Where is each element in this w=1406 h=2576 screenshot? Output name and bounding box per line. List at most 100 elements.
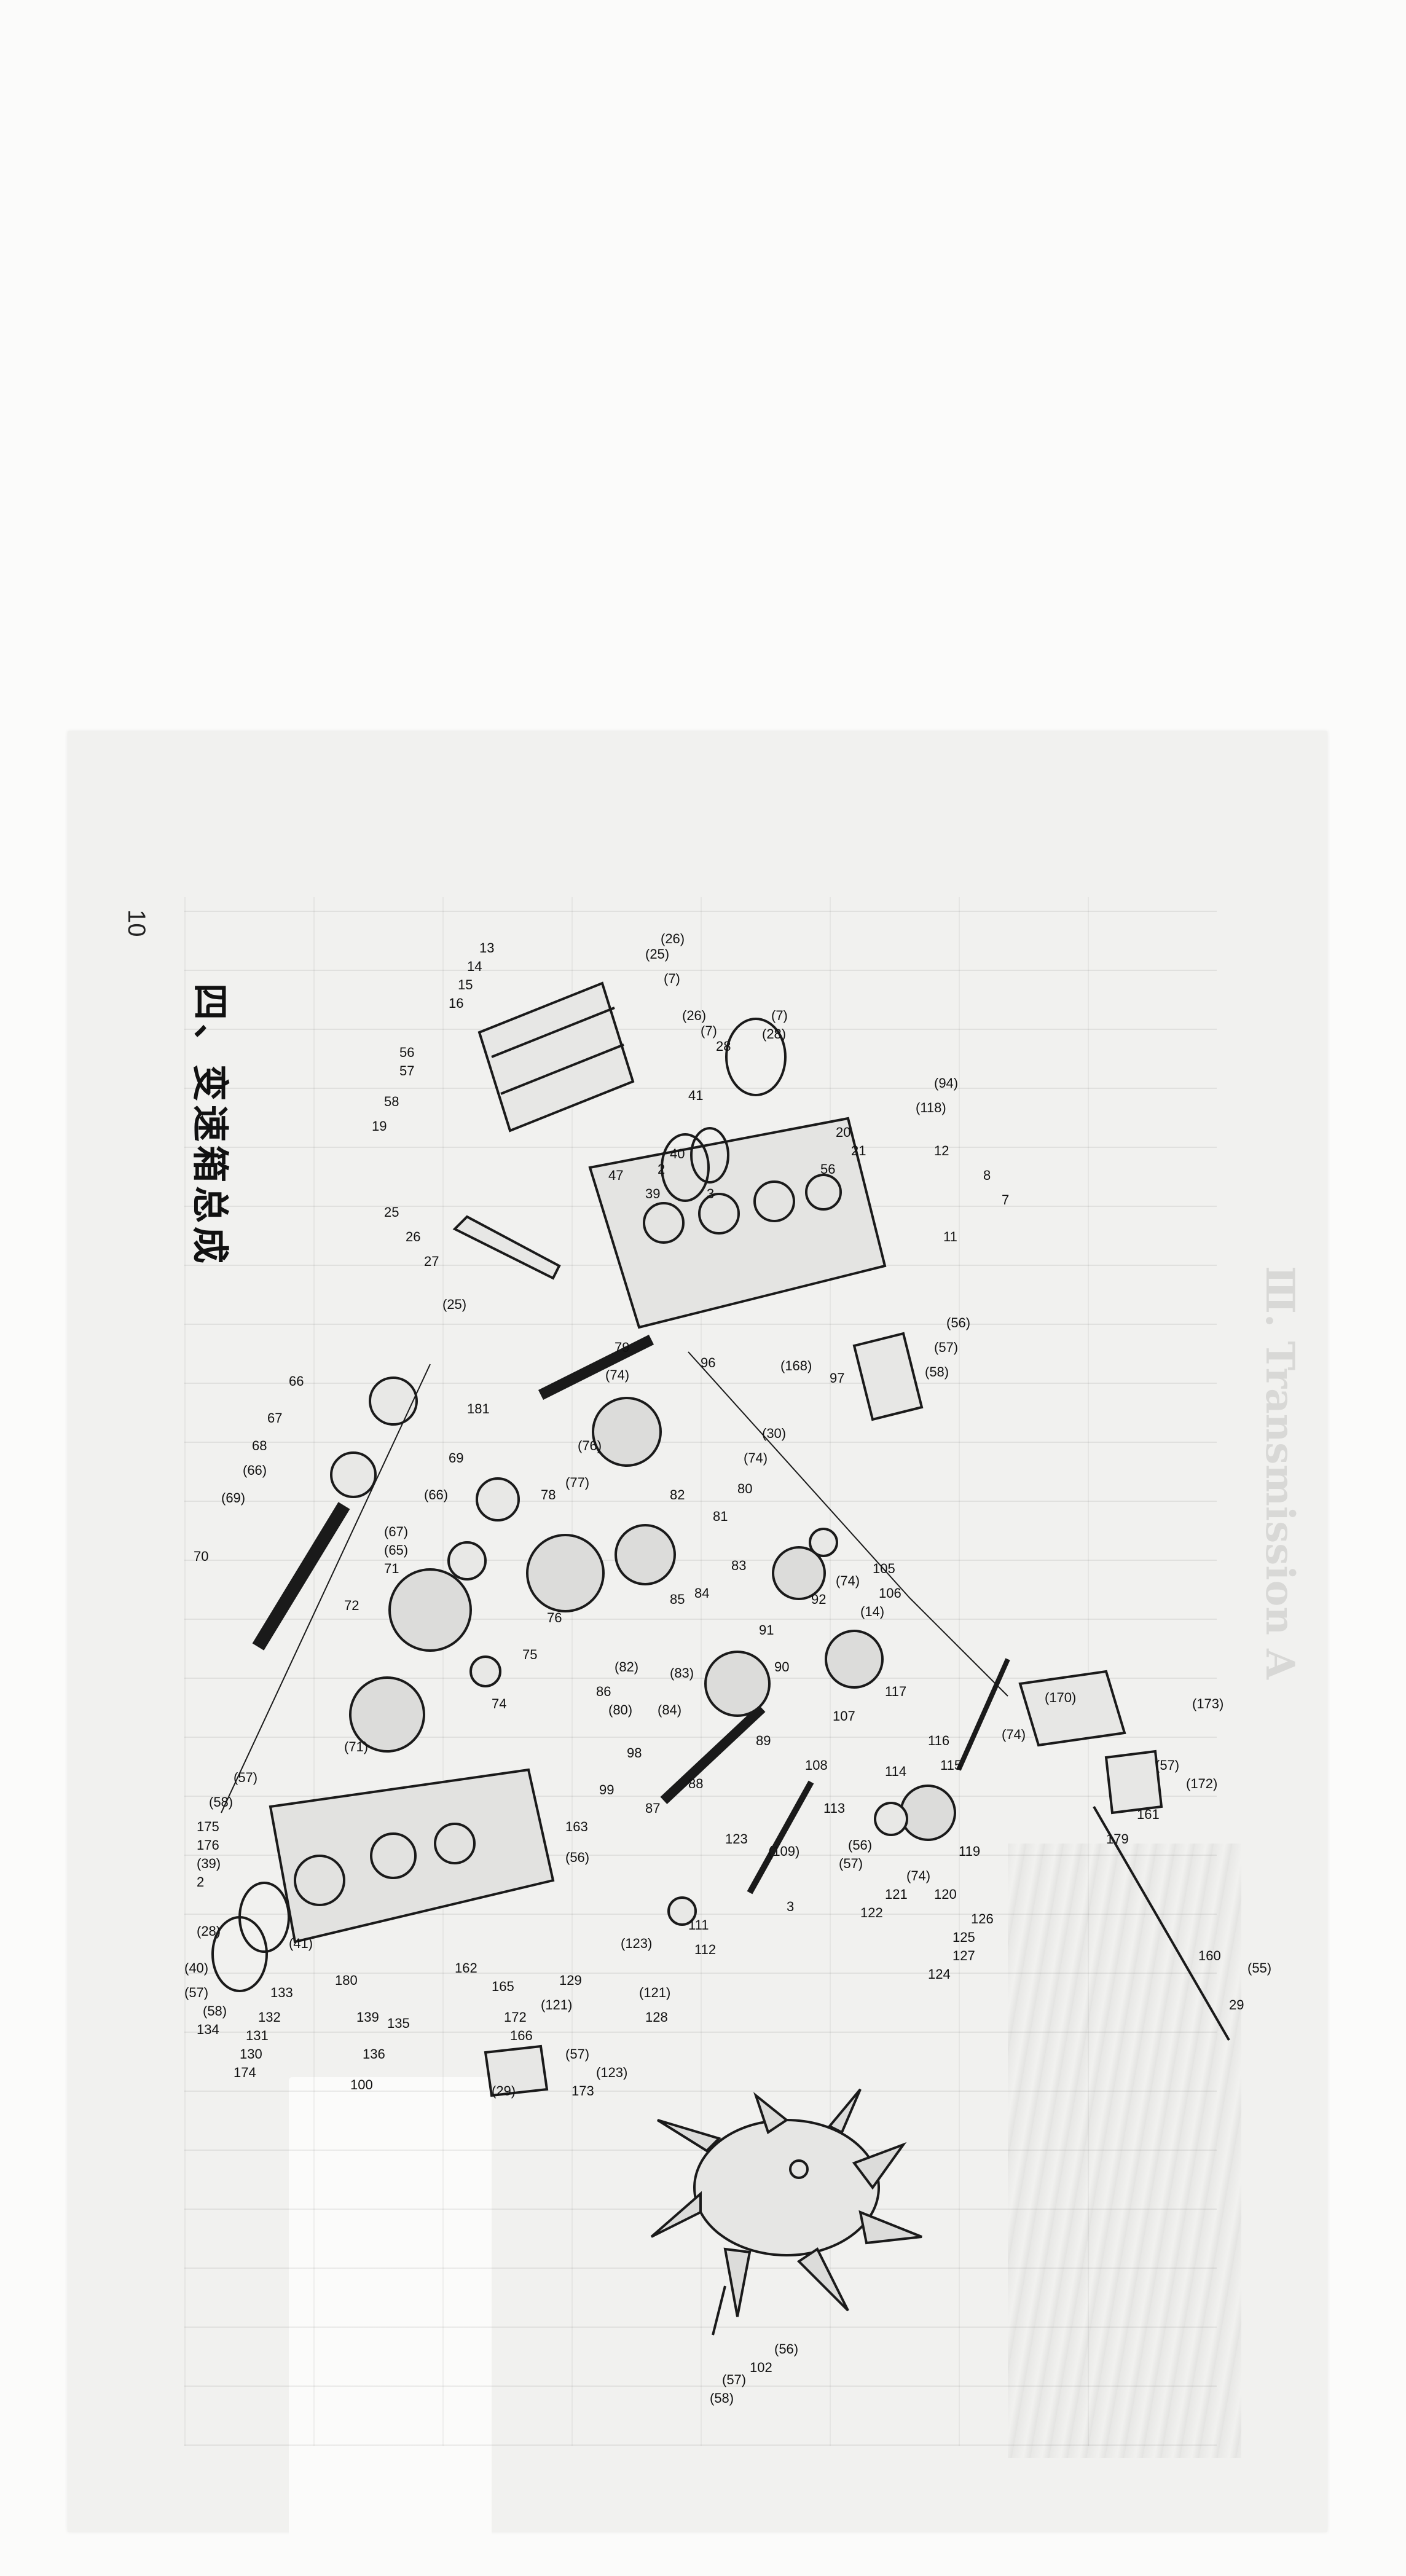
part-label: 12 bbox=[934, 1143, 949, 1158]
part-label: 78 bbox=[541, 1487, 556, 1502]
part-label: (7) bbox=[771, 1008, 788, 1023]
part-label: 97 bbox=[830, 1370, 844, 1386]
part-label: 3 bbox=[787, 1899, 794, 1914]
part-label: (39) bbox=[197, 1856, 221, 1871]
part-label: 119 bbox=[959, 1844, 980, 1859]
housing-bore bbox=[753, 1180, 795, 1222]
part-label: 82 bbox=[670, 1487, 685, 1502]
part-label: (67) bbox=[384, 1524, 408, 1539]
part-label: 70 bbox=[194, 1549, 208, 1564]
lever-arm bbox=[452, 1215, 561, 1280]
bracket-frame bbox=[477, 981, 635, 1133]
seal-ring bbox=[661, 1133, 710, 1202]
part-label: 71 bbox=[384, 1561, 399, 1576]
housing-bore bbox=[805, 1174, 842, 1211]
crumpled-area bbox=[1008, 1844, 1241, 2458]
part-label: 176 bbox=[197, 1837, 219, 1853]
part-label: (25) bbox=[645, 946, 669, 962]
bearing bbox=[874, 1802, 908, 1836]
seal-ring bbox=[690, 1127, 729, 1184]
part-label: (74) bbox=[605, 1367, 629, 1383]
part-label: (26) bbox=[682, 1008, 706, 1023]
part-label: 134 bbox=[197, 2022, 219, 2037]
counter-shaft bbox=[660, 1705, 766, 1804]
part-label: 161 bbox=[1137, 1807, 1160, 1822]
part-label: 121 bbox=[885, 1887, 908, 1902]
part-label: 80 bbox=[737, 1481, 752, 1496]
part-label: 132 bbox=[258, 2009, 281, 2025]
bearing bbox=[809, 1528, 838, 1557]
part-label: (58) bbox=[710, 2390, 734, 2406]
part-label: (172) bbox=[1186, 1776, 1217, 1791]
part-label: 120 bbox=[934, 1887, 957, 1902]
part-label: (56) bbox=[946, 1315, 970, 1330]
part-label: (74) bbox=[906, 1868, 930, 1883]
output-shaft bbox=[252, 1502, 350, 1651]
part-label: 174 bbox=[234, 2065, 256, 2080]
bearing bbox=[469, 1655, 501, 1687]
part-label: 28 bbox=[716, 1039, 731, 1054]
gear bbox=[704, 1651, 771, 1717]
part-label: 106 bbox=[879, 1585, 901, 1601]
part-label: (66) bbox=[424, 1487, 448, 1502]
part-label: 2 bbox=[197, 1874, 204, 1890]
part-label: 14 bbox=[467, 959, 482, 974]
part-label: (57) bbox=[1155, 1757, 1179, 1773]
part-label: 112 bbox=[694, 1942, 716, 1957]
part-label: (74) bbox=[744, 1450, 768, 1466]
part-label: 166 bbox=[510, 2028, 533, 2043]
part-label: (7) bbox=[664, 971, 680, 986]
gear bbox=[900, 1785, 956, 1841]
part-label: 99 bbox=[599, 1782, 614, 1797]
part-label: (58) bbox=[209, 1794, 233, 1810]
part-label: 47 bbox=[608, 1168, 623, 1183]
part-label: (83) bbox=[670, 1665, 694, 1681]
part-label: 131 bbox=[246, 2028, 269, 2043]
part-label: (56) bbox=[848, 1837, 872, 1853]
part-label: 25 bbox=[384, 1204, 399, 1220]
part-label: 79 bbox=[615, 1340, 629, 1355]
part-label: 172 bbox=[504, 2009, 527, 2025]
part-label: 83 bbox=[731, 1558, 746, 1573]
part-label: 72 bbox=[344, 1598, 359, 1613]
part-label: (58) bbox=[203, 2003, 227, 2019]
fan-bolt bbox=[712, 2285, 726, 2336]
part-label: 39 bbox=[645, 1186, 660, 1201]
part-label: (76) bbox=[578, 1438, 602, 1453]
assembly-line bbox=[909, 1597, 1008, 1697]
part-label: 91 bbox=[759, 1622, 774, 1638]
part-label: 68 bbox=[252, 1438, 267, 1453]
part-label: 126 bbox=[971, 1911, 994, 1926]
bearing bbox=[330, 1451, 377, 1498]
part-label: 84 bbox=[694, 1585, 709, 1601]
housing-bore bbox=[434, 1823, 476, 1864]
part-label: 11 bbox=[943, 1229, 957, 1244]
bearing bbox=[369, 1376, 418, 1426]
part-label: 108 bbox=[805, 1757, 828, 1773]
housing-bore bbox=[643, 1202, 685, 1244]
part-label: (168) bbox=[780, 1358, 812, 1373]
gasket bbox=[725, 1018, 787, 1096]
part-label: 87 bbox=[645, 1800, 660, 1816]
part-label: (28) bbox=[762, 1026, 786, 1042]
part-label: 128 bbox=[645, 2009, 668, 2025]
part-label: (118) bbox=[916, 1100, 946, 1115]
part-label: 75 bbox=[522, 1647, 537, 1662]
part-label: 162 bbox=[455, 1960, 477, 1976]
part-label: (40) bbox=[184, 1960, 208, 1976]
bracket-rail bbox=[500, 1043, 624, 1095]
part-label: 2 bbox=[658, 1161, 665, 1177]
part-label: (82) bbox=[615, 1659, 638, 1675]
cooling-fan bbox=[650, 2088, 922, 2317]
part-label: 113 bbox=[823, 1800, 845, 1816]
part-label: 15 bbox=[458, 977, 473, 992]
part-label: 127 bbox=[952, 1948, 975, 1963]
cover-bracket bbox=[1018, 1670, 1126, 1747]
part-label: 181 bbox=[467, 1401, 490, 1416]
part-label: (80) bbox=[608, 1702, 632, 1718]
part-label: 123 bbox=[725, 1831, 748, 1847]
gear bbox=[388, 1568, 472, 1652]
part-label: (57) bbox=[565, 2046, 589, 2062]
